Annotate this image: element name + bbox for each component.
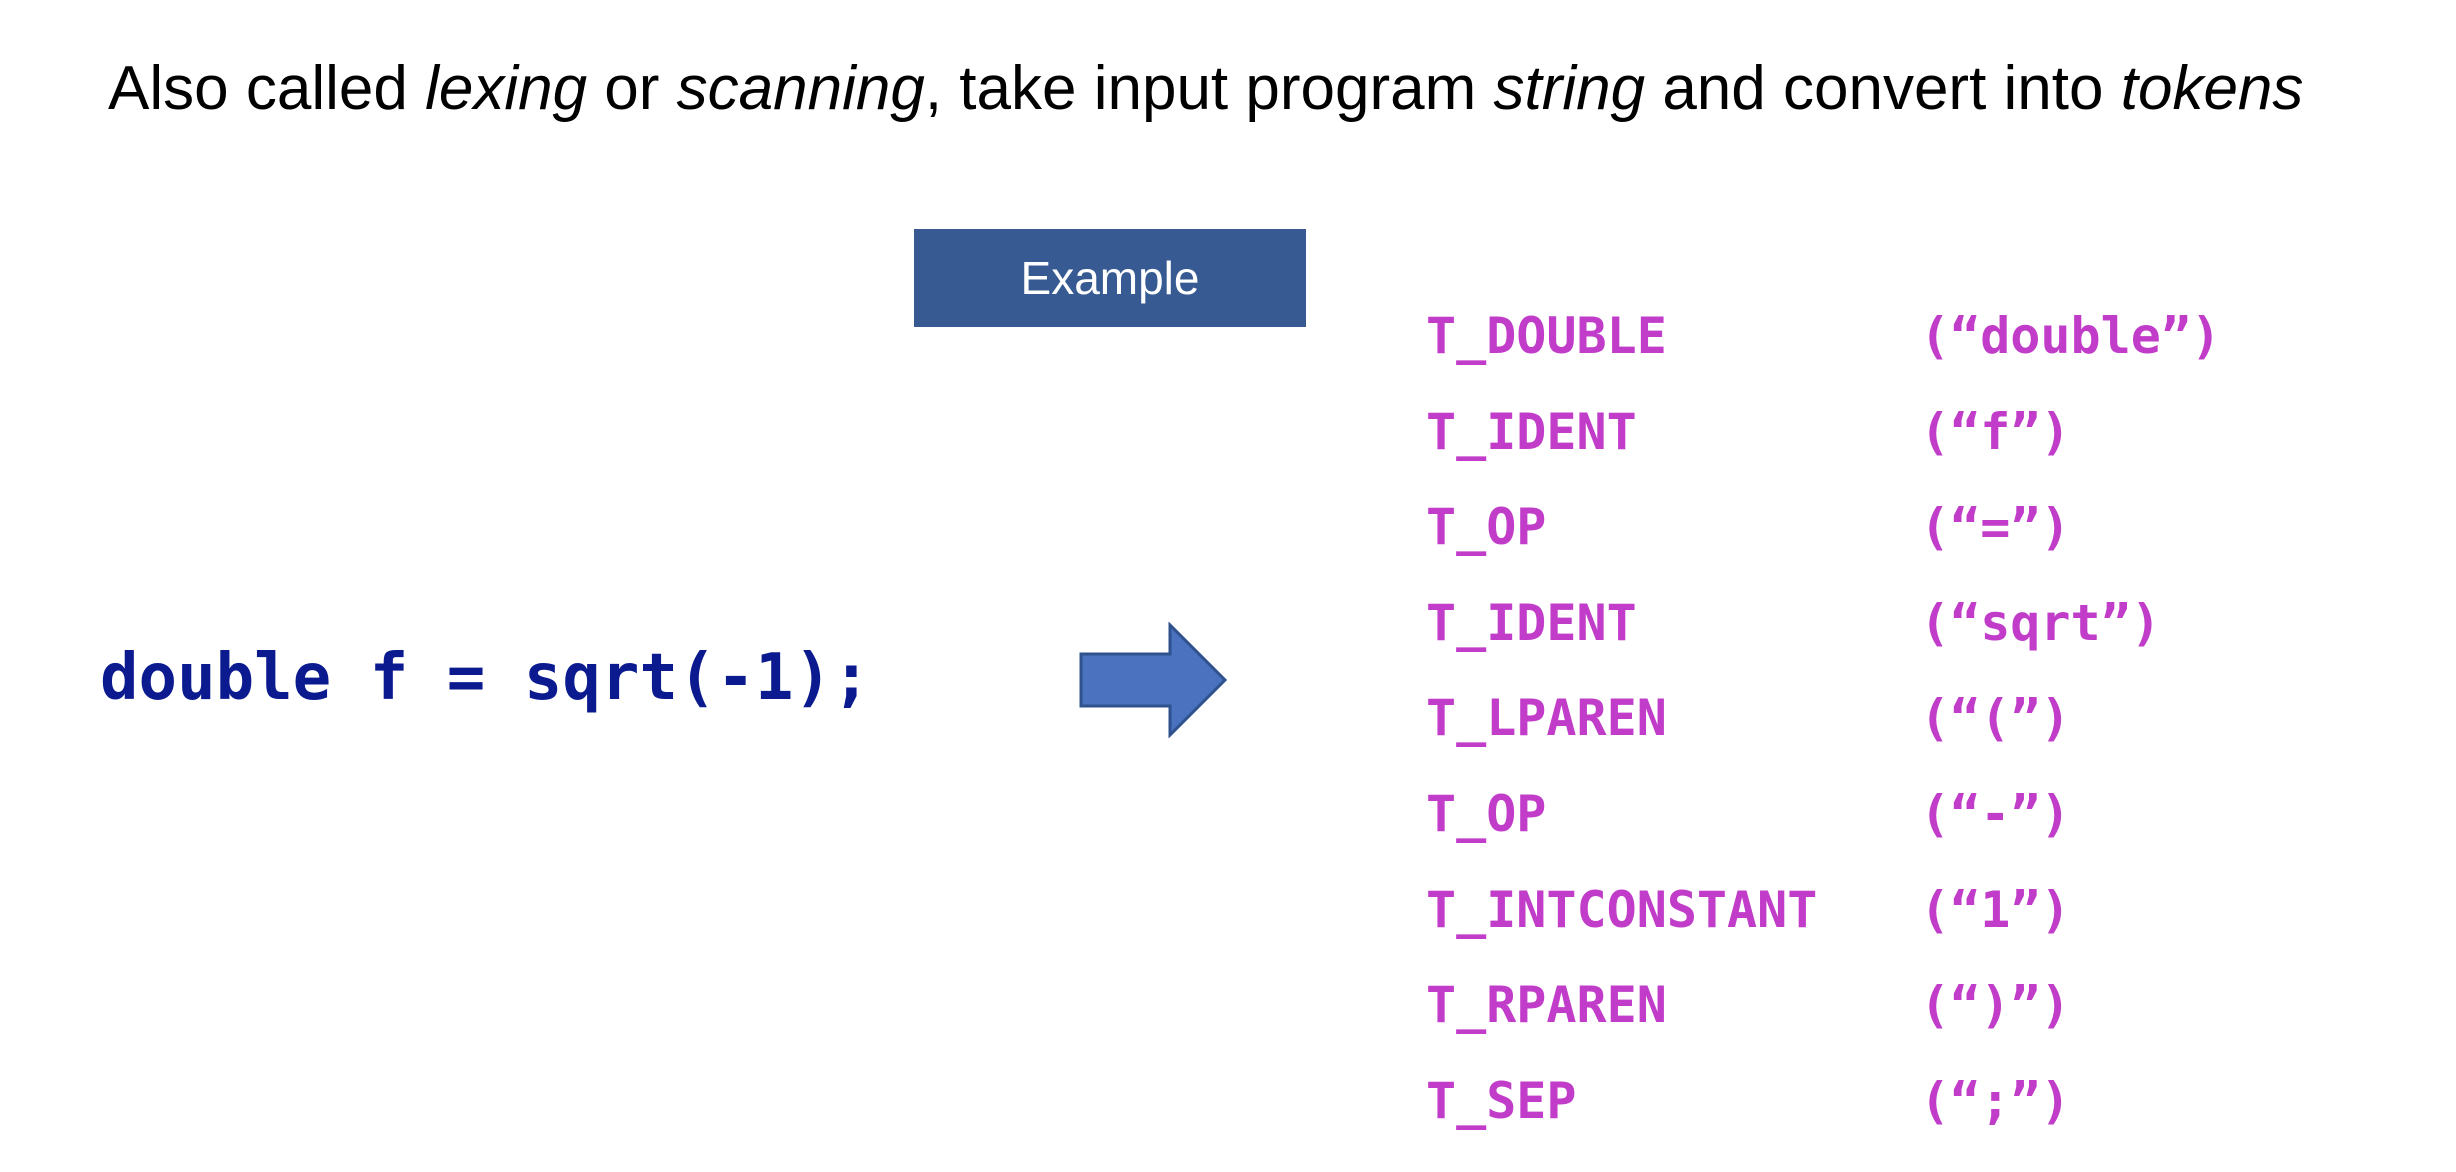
token-row: T_OP (“=”) xyxy=(1426,497,2246,557)
token-value: (“=”) xyxy=(1920,498,2071,556)
token-type: T_LPAREN xyxy=(1426,689,1667,747)
token-row: T_RPAREN (“)”) xyxy=(1426,975,2246,1035)
token-value: (“double”) xyxy=(1920,307,2222,365)
token-row: T_SEP (“;”) xyxy=(1426,1071,2246,1131)
subtitle-part: and convert into xyxy=(1645,54,2121,123)
example-label-box: Example xyxy=(914,229,1306,327)
subtitle-part: , take input program xyxy=(924,54,1494,123)
token-row: T_IDENT (“f”) xyxy=(1426,402,2246,462)
subtitle-part-italic: lexing xyxy=(425,54,588,123)
right-arrow-icon xyxy=(1079,622,1228,738)
subtitle-part: Also called xyxy=(108,54,426,123)
token-type: T_OP xyxy=(1426,498,1547,556)
token-row: T_INTCONSTANT (“1”) xyxy=(1426,880,2246,940)
token-row: T_OP (“-”) xyxy=(1426,784,2246,844)
token-value: (“-”) xyxy=(1920,785,2071,843)
token-value: (“1”) xyxy=(1920,881,2071,939)
subtitle-part-italic: scanning xyxy=(676,54,925,123)
example-label: Example xyxy=(1020,252,1200,304)
token-value: (“(”) xyxy=(1920,689,2071,747)
token-type: T_RPAREN xyxy=(1426,976,1667,1034)
token-row: T_LPAREN (“(”) xyxy=(1426,688,2246,748)
token-value: (“f”) xyxy=(1920,403,2071,461)
token-type: T_IDENT xyxy=(1426,594,1637,652)
token-type: T_SEP xyxy=(1426,1072,1577,1130)
source-code-line: double f = sqrt(-1); xyxy=(100,641,871,715)
slide-subtitle: Also called lexing or scanning, take inp… xyxy=(108,52,2303,126)
subtitle-part-italic: string xyxy=(1493,54,1646,123)
token-type: T_OP xyxy=(1426,785,1547,843)
token-value: (“)”) xyxy=(1920,976,2071,1034)
token-type: T_IDENT xyxy=(1426,403,1637,461)
token-row: T_DOUBLE (“double”) xyxy=(1426,306,2246,366)
token-value: (“sqrt”) xyxy=(1920,594,2161,652)
token-value: (“;”) xyxy=(1920,1072,2071,1130)
subtitle-part: or xyxy=(587,54,677,123)
subtitle-part-italic: tokens xyxy=(2120,54,2304,123)
token-row: T_IDENT (“sqrt”) xyxy=(1426,593,2246,653)
token-type: T_INTCONSTANT xyxy=(1426,881,1818,939)
token-type: T_DOUBLE xyxy=(1426,307,1667,365)
